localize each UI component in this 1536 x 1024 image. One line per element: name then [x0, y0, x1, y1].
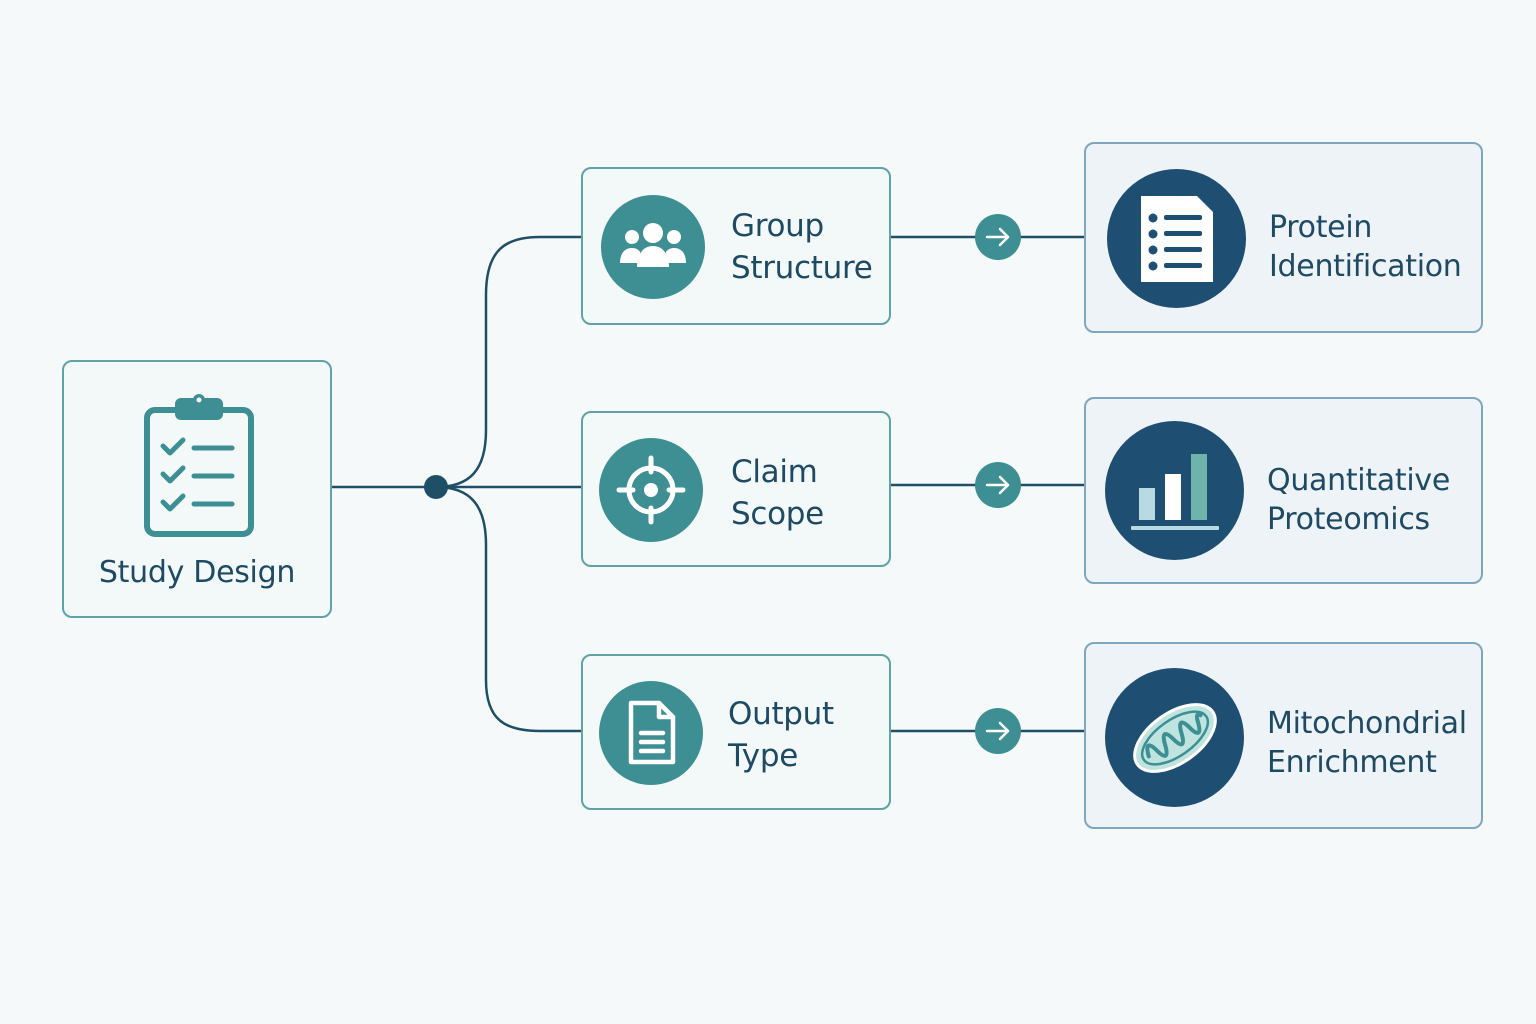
connector-hub-to-group-structure: [435, 235, 582, 489]
node-label: Claim Scope: [731, 451, 824, 535]
label-line: Proteomics: [1267, 502, 1430, 537]
label-line: Quantitative: [1267, 463, 1450, 498]
node-output-type: Output Type: [581, 654, 891, 810]
node-label: Study Design: [64, 552, 330, 594]
node-claim-scope: Claim Scope: [581, 411, 891, 567]
node-mitochondrial-enrichment: Mitochondrial Enrichment: [1084, 642, 1483, 829]
label-line: Type: [728, 738, 799, 774]
label-line: Identification: [1269, 249, 1462, 284]
hub-dot: [424, 475, 448, 499]
arrow-right-icon: [975, 214, 1021, 260]
clipboard-checklist-icon: [144, 394, 254, 537]
node-label: Protein Identification: [1269, 208, 1462, 286]
label-line: Output: [728, 696, 834, 732]
arrow-right-icon: [975, 462, 1021, 508]
document-icon: [599, 681, 703, 785]
node-quantitative-proteomics: Quantitative Proteomics: [1084, 397, 1483, 584]
label-line: Mitochondrial: [1267, 706, 1467, 741]
connector-hub-to-output-type: [435, 485, 582, 733]
node-protein-identification: Protein Identification: [1084, 142, 1483, 333]
list-document-icon: [1107, 169, 1246, 308]
crosshair-target-icon: [599, 438, 703, 542]
arrow-right-icon: [975, 708, 1021, 754]
label-line: Claim: [731, 454, 818, 490]
node-group-structure: Group Structure: [581, 167, 891, 325]
label-line: Structure: [731, 250, 873, 286]
study-design-label: Study Design: [98, 555, 296, 590]
label-line: Enrichment: [1267, 745, 1437, 780]
node-label: Group Structure: [731, 205, 873, 289]
node-label: Output Type: [728, 693, 834, 777]
mitochondrion-icon: [1105, 668, 1244, 807]
bar-chart-icon: [1105, 421, 1244, 560]
label-line: Scope: [731, 496, 824, 532]
label-line: Protein: [1269, 210, 1373, 245]
node-label: Quantitative Proteomics: [1267, 461, 1450, 539]
node-label: Mitochondrial Enrichment: [1267, 704, 1467, 782]
node-study-design: Study Design: [62, 360, 332, 618]
label-line: Group: [731, 208, 824, 244]
users-group-icon: [601, 195, 705, 299]
